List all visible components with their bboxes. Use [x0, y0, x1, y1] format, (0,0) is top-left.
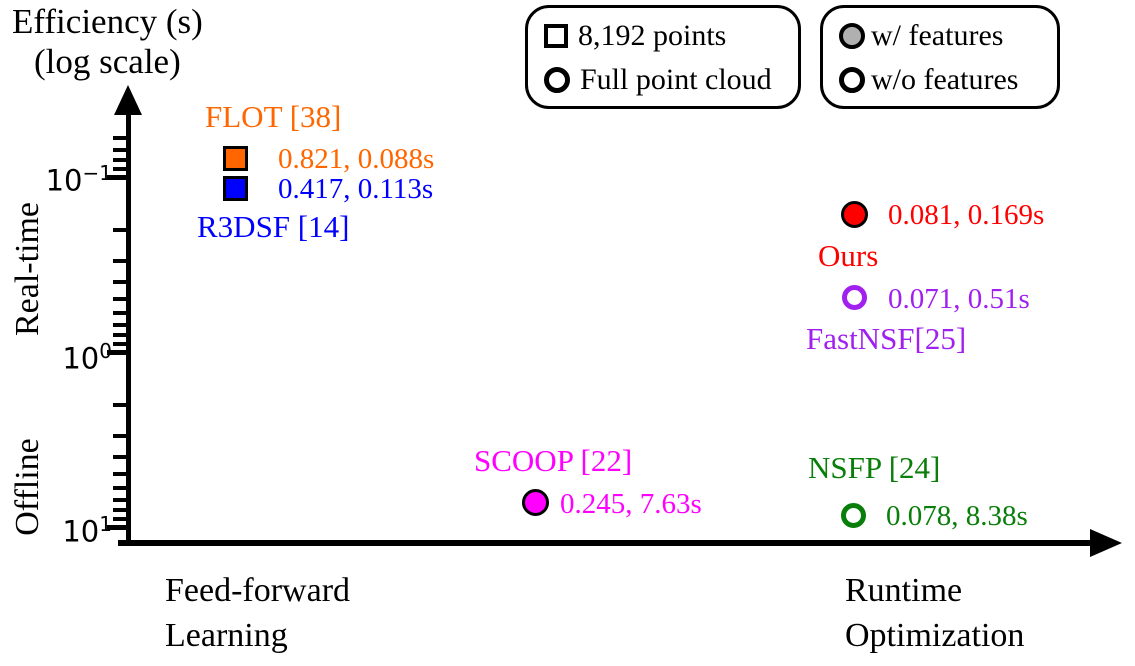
gray-filled-circle-icon	[839, 23, 865, 49]
point-value-flot: 0.821, 0.088s	[278, 143, 435, 175]
point-label-nsfp: NSFP [24]	[808, 450, 941, 485]
x-group-label-runtime-line1: Runtime	[845, 572, 963, 609]
point-value-nsfp: 0.078, 8.38s	[886, 500, 1028, 532]
point-value-fastnsf: 0.071, 0.51s	[888, 283, 1030, 315]
y-axis-tick	[113, 333, 126, 337]
y-axis-tick	[113, 322, 126, 327]
x-group-label-feed-forward-line2: Learning	[165, 617, 288, 654]
open-circle-marker-nsfp	[841, 503, 866, 528]
y-axis-tick	[107, 524, 126, 530]
open-circle-icon	[839, 67, 865, 93]
point-label-flot: FLOT [38]	[205, 99, 342, 134]
point-label-ours: Ours	[818, 238, 879, 273]
y-axis-tick	[113, 136, 126, 141]
y-axis-tick	[113, 147, 126, 152]
x-axis-arrowhead-icon	[1090, 529, 1122, 557]
y-axis-tick	[107, 174, 126, 180]
y-axis-tick	[113, 297, 126, 302]
open-square-icon	[544, 24, 568, 48]
y-axis-tick	[113, 472, 126, 477]
y-axis-tick	[113, 258, 126, 263]
y-tick-label-0.1: 10−1	[45, 161, 112, 198]
legend-label-full-point-cloud: Full point cloud	[580, 63, 772, 96]
y-axis-tick	[113, 508, 126, 512]
figure-title-line1: Efficiency (s)	[12, 2, 203, 41]
legend-features: w/ features w/o features	[820, 5, 1060, 109]
point-value-ours: 0.081, 0.169s	[888, 199, 1045, 231]
y-axis-tick	[113, 311, 126, 316]
y-axis-tick	[113, 517, 126, 521]
y-axis-tick	[113, 497, 126, 502]
y-axis-line	[126, 98, 131, 545]
x-group-label-runtime-optimization: Runtime Optimization	[845, 568, 1024, 658]
legend-row-8192-points: 8,192 points	[544, 14, 786, 58]
y-tick-label-1: 100	[62, 339, 112, 376]
y-tick-label-10: 101	[62, 512, 112, 549]
legend-row-with-features: w/ features	[839, 14, 1045, 58]
x-group-label-feed-forward-line1: Feed-forward	[165, 572, 351, 609]
y-axis-tick	[107, 349, 126, 355]
legend-point-count: 8,192 points Full point cloud	[525, 5, 801, 109]
open-circle-marker-fastnsf	[842, 285, 867, 310]
y-region-label-offline: Offline	[9, 438, 46, 536]
x-group-label-runtime-line2: Optimization	[845, 617, 1025, 654]
y-axis-tick	[113, 280, 126, 285]
x-group-label-feed-forward: Feed-forward Learning	[165, 568, 350, 658]
open-circle-icon	[544, 67, 570, 93]
square-marker-flot	[223, 146, 248, 171]
y-axis-tick	[113, 158, 126, 162]
y-axis-tick	[113, 455, 126, 460]
filled-circle-marker-scoop	[522, 489, 549, 516]
y-axis-tick	[113, 433, 126, 438]
legend-row-without-features: w/o features	[839, 58, 1045, 102]
point-value-scoop: 0.245, 7.63s	[560, 488, 702, 520]
legend-row-full-point-cloud: Full point cloud	[544, 58, 786, 102]
legend-label-without-features: w/o features	[871, 63, 1019, 96]
point-value-r3dsf: 0.417, 0.113s	[278, 173, 434, 205]
x-axis-line	[118, 540, 1095, 546]
point-label-scoop: SCOOP [22]	[474, 443, 633, 478]
y-axis-tick	[113, 402, 126, 407]
figure-title-line2: (log scale)	[34, 42, 181, 81]
y-axis-tick	[113, 342, 126, 346]
y-axis-tick	[113, 167, 126, 171]
legend-label-with-features: w/ features	[871, 19, 1004, 52]
y-axis-arrowhead-icon	[114, 85, 142, 115]
point-label-r3dsf: R3DSF [14]	[197, 209, 350, 244]
legend-label-8192-points: 8,192 points	[578, 19, 727, 52]
y-axis-tick	[113, 486, 126, 491]
figure-title: Efficiency (s) (log scale)	[12, 2, 203, 82]
y-axis-tick	[113, 227, 126, 232]
square-marker-r3dsf	[223, 176, 248, 201]
filled-circle-marker-ours	[841, 201, 868, 228]
point-label-fastnsf: FastNSF[25]	[806, 321, 967, 356]
